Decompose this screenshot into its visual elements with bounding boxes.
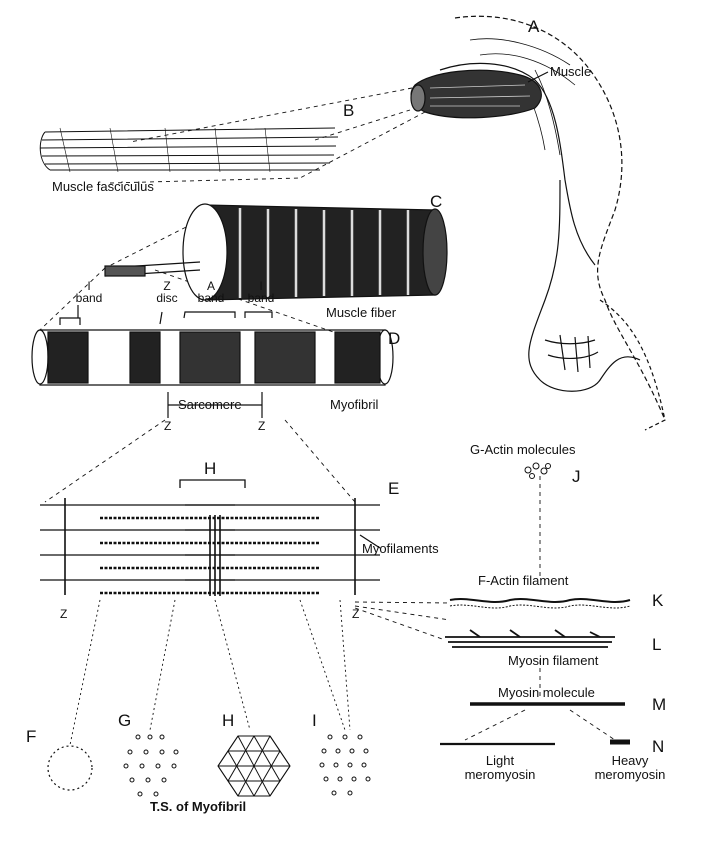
label-myofilaments: Myofilaments: [362, 541, 439, 556]
label-letter-c: C: [430, 192, 443, 211]
muscle-fiber-illustration: [104, 203, 448, 301]
g-actin-beads: [524, 462, 551, 479]
cross-section-i: [319, 734, 371, 796]
label-z-right: Z: [258, 419, 266, 433]
label-letter-b: B: [343, 101, 355, 120]
myosin-filament: [445, 629, 615, 648]
label-letter-k: K: [652, 591, 664, 610]
label-letter-a: A: [528, 17, 540, 36]
label-letter-f: F: [26, 727, 37, 746]
label-letter-g: G: [118, 711, 132, 730]
label-i-band-letter: I: [87, 279, 91, 293]
label-light-line2: meromyosin: [464, 767, 536, 782]
label-letter-l: L: [652, 635, 662, 654]
label-letter-h-cross: H: [222, 711, 235, 730]
label-myosin-filament: Myosin filament: [508, 653, 599, 668]
cross-section-h: [217, 735, 291, 797]
label-light-line1: Light: [485, 753, 515, 768]
label-i-band2-letter: I: [259, 279, 263, 293]
label-letter-d: D: [388, 329, 401, 348]
label-z-disc-letter: Z: [163, 279, 171, 293]
label-ts-caption: T.S. of Myofibril: [150, 799, 247, 814]
myofilament-array: [40, 479, 380, 596]
label-myofibril: Myofibril: [330, 397, 379, 412]
label-letter-e: E: [388, 479, 400, 498]
label-i-band2-word: band: [247, 291, 275, 305]
cross-section-g: [123, 734, 179, 797]
f-actin-filament: [449, 598, 631, 609]
label-letter-h-top: H: [204, 459, 217, 478]
muscle-bundle: [410, 69, 542, 119]
label-heavy-line1: Heavy: [611, 753, 649, 768]
label-z-disc-word: disc: [156, 291, 178, 305]
myofibril-illustration: [31, 329, 394, 386]
label-muscle-fiber: Muscle fiber: [326, 305, 397, 320]
label-letter-m: M: [652, 695, 667, 714]
cross-section-lines: [69, 599, 351, 746]
label-a-band-word: band: [197, 291, 225, 305]
muscle-fasciculus-illustration: [39, 127, 339, 173]
label-f-actin: F-Actin filament: [478, 573, 569, 588]
label-muscle-fasciculus: Muscle fasciculus: [52, 179, 154, 194]
label-a-band-letter: A: [206, 279, 215, 293]
label-z-bottom-left: Z: [60, 607, 68, 621]
label-i-band-word: band: [75, 291, 103, 305]
label-letter-j: J: [572, 467, 581, 486]
label-g-actin: G-Actin molecules: [470, 442, 576, 457]
label-heavy-line2: meromyosin: [594, 767, 666, 782]
label-myosin-molecule: Myosin molecule: [498, 685, 595, 700]
label-letter-i: I: [312, 711, 317, 730]
label-sarcomere: Sarcomere: [178, 397, 242, 412]
label-z-left: Z: [164, 419, 172, 433]
label-z-bottom-right: Z: [352, 607, 360, 621]
label-muscle: Muscle: [550, 64, 592, 79]
label-letter-n: N: [652, 737, 665, 756]
cross-section-f: [47, 745, 93, 791]
